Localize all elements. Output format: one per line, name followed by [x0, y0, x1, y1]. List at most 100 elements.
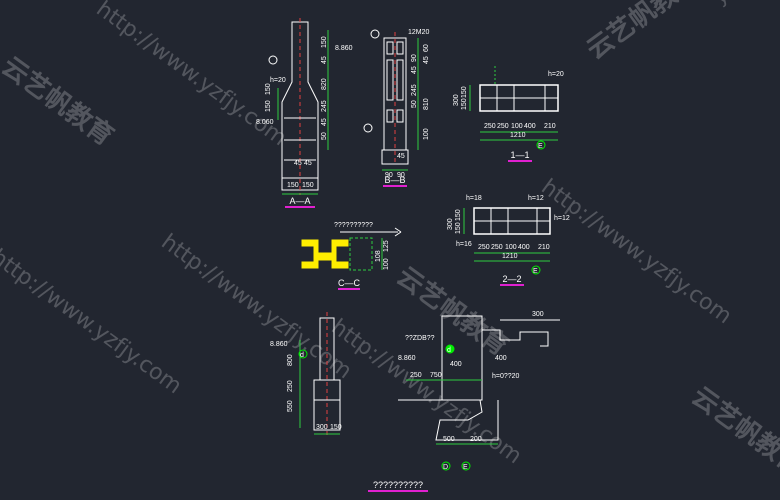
lower-right-elev: 8.860 [398, 355, 416, 362]
section-cc-h-beam [301, 239, 349, 269]
section-bb-dim-right-6: 50 [411, 100, 418, 108]
section-11 [469, 66, 559, 162]
section-bb-hole-2 [396, 41, 404, 55]
section-11-height-1: 300 [453, 94, 460, 106]
section-bb-dim-right-1: 60 [423, 44, 430, 52]
section-22-height-1: 300 [447, 218, 454, 230]
lower-right-axis-e-label: E [463, 464, 468, 471]
section-11-height-3: 150 [461, 86, 468, 98]
lower-right-label-top: 300 [532, 311, 544, 318]
lower-left-dim-4: 300 [316, 424, 328, 431]
section-22-dim-4: 400 [518, 244, 530, 251]
lower-left-dim-2: 250 [287, 380, 294, 392]
lower-left-base [313, 379, 341, 431]
section-aa-elev-top: 8.860 [335, 45, 353, 52]
section-bb-hole-4 [396, 109, 404, 123]
section-cc-dim-3: 100 [383, 258, 390, 270]
section-22-height-3: 150 [455, 209, 462, 221]
lower-right-dim-2: 750 [430, 372, 442, 379]
section-cc-title: C—C [338, 278, 360, 288]
watermark-url-3: http://www.yzfjy.com [0, 245, 186, 400]
lower-right-axis-d-label: D [443, 464, 448, 471]
section-cc-arrow-a [394, 227, 402, 233]
lower-right-dim-4: 500 [443, 436, 455, 443]
section-aa-dim-bottom-b: 45 [304, 160, 312, 167]
section-22-dim-5: 210 [538, 244, 550, 251]
lower-right-base [398, 399, 499, 441]
section-11-dim-4: 400 [524, 123, 536, 130]
section-aa-title: A—A [289, 196, 310, 206]
lower-right-axis-e [461, 461, 471, 471]
lower-left-dim-3: 550 [287, 400, 294, 412]
section-11-dim-2: 250 [497, 123, 509, 130]
section-22-note-2: h=12 [528, 195, 544, 202]
section-aa [268, 18, 329, 208]
watermark-url-4: http://www.yzfjy.com [536, 175, 736, 330]
section-22-note-4: h=16 [456, 241, 472, 248]
section-aa-outline [281, 21, 319, 191]
lower-left-elev: 8.860 [270, 341, 288, 348]
section-aa-dim-left-b: 150 [265, 83, 272, 95]
section-cc [301, 227, 402, 290]
section-aa-note: h=20 [270, 77, 286, 84]
lower-right-detail [368, 315, 560, 492]
section-aa-dim-right-4: 245 [321, 100, 328, 112]
section-bb-dim-right-5: 245 [411, 84, 418, 96]
section-22-axis: E [533, 268, 538, 275]
watermark-brand-2: 云艺帆教育 [581, 0, 704, 66]
section-cc-label: ?????????? [334, 222, 373, 229]
section-bb-callout-bottom [363, 123, 373, 133]
watermark-url-topright: yzfjy.com [709, 0, 780, 9]
section-11-dim-1: 250 [484, 123, 496, 130]
lower-right-axis-d [441, 461, 451, 471]
section-aa-callout [268, 55, 278, 65]
watermark-brand-1: 云艺帆教育 [0, 51, 119, 153]
section-bb-slot-2 [396, 59, 404, 101]
section-bb-base-dim-b: 90 [397, 172, 405, 179]
section-bb-hole-3 [386, 109, 394, 123]
watermark-brand-4: 云艺帆教育 [686, 381, 780, 483]
section-aa-dim-right-5: 45 [321, 118, 328, 126]
section-aa-dim-left-a: 150 [265, 100, 272, 112]
section-22-dim-1: 250 [478, 244, 490, 251]
section-bb-title: B—B [384, 175, 405, 185]
watermark-layer: http://www.yzfjy.com http://www.yzfjy.co… [0, 0, 780, 482]
lower-right-axis-label-bubble [445, 344, 455, 354]
section-bb-callout-top [370, 29, 380, 39]
section-cc-dim-1: 125 [383, 240, 390, 252]
section-cc-plate [349, 237, 373, 271]
section-bb-dim-right-4: 45 [411, 66, 418, 74]
lower-right-dim-5: 200 [470, 436, 482, 443]
section-22-total: 1210 [502, 253, 518, 260]
section-bb-base-dim-a: 90 [385, 172, 393, 179]
lower-left-dim-1: 800 [287, 354, 294, 366]
lower-left-detail [298, 312, 341, 438]
section-bb-dim-right-3: 90 [411, 54, 418, 62]
lower-right-dim-6: 400 [495, 355, 507, 362]
footer-title: ?????????? [373, 480, 423, 490]
section-cc-dim-2: 108 [375, 250, 382, 262]
section-bb-slot-1 [386, 59, 394, 101]
section-cc-arrow-b [394, 231, 402, 237]
section-22-dim-3: 100 [505, 244, 517, 251]
section-bb-small-dim: 45 [397, 153, 405, 160]
lower-left-axis: d [300, 352, 304, 359]
lower-left-axis-bubble [298, 349, 308, 359]
section-11-total: 1210 [510, 132, 526, 139]
section-aa-elev-bottom: 8.060 [256, 119, 274, 126]
section-aa-base-dim-b: 150 [302, 182, 314, 189]
section-22-height-2: 150 [455, 222, 462, 234]
section-11-axis: E [538, 143, 543, 150]
lower-left-dim-5: 150 [330, 424, 342, 431]
lower-right-dim-1: 250 [410, 372, 422, 379]
section-aa-dim-right-6: 50 [321, 132, 328, 140]
section-22 [463, 207, 551, 286]
section-bb-dim-right-8: 100 [423, 128, 430, 140]
lower-right-label-zdb: ??ZDB?? [405, 335, 435, 342]
section-11-dim-3: 100 [511, 123, 523, 130]
section-22-axis-bubble [531, 265, 541, 275]
lower-right-bracket [482, 329, 549, 347]
section-bb-dim-right-7: 810 [423, 98, 430, 110]
